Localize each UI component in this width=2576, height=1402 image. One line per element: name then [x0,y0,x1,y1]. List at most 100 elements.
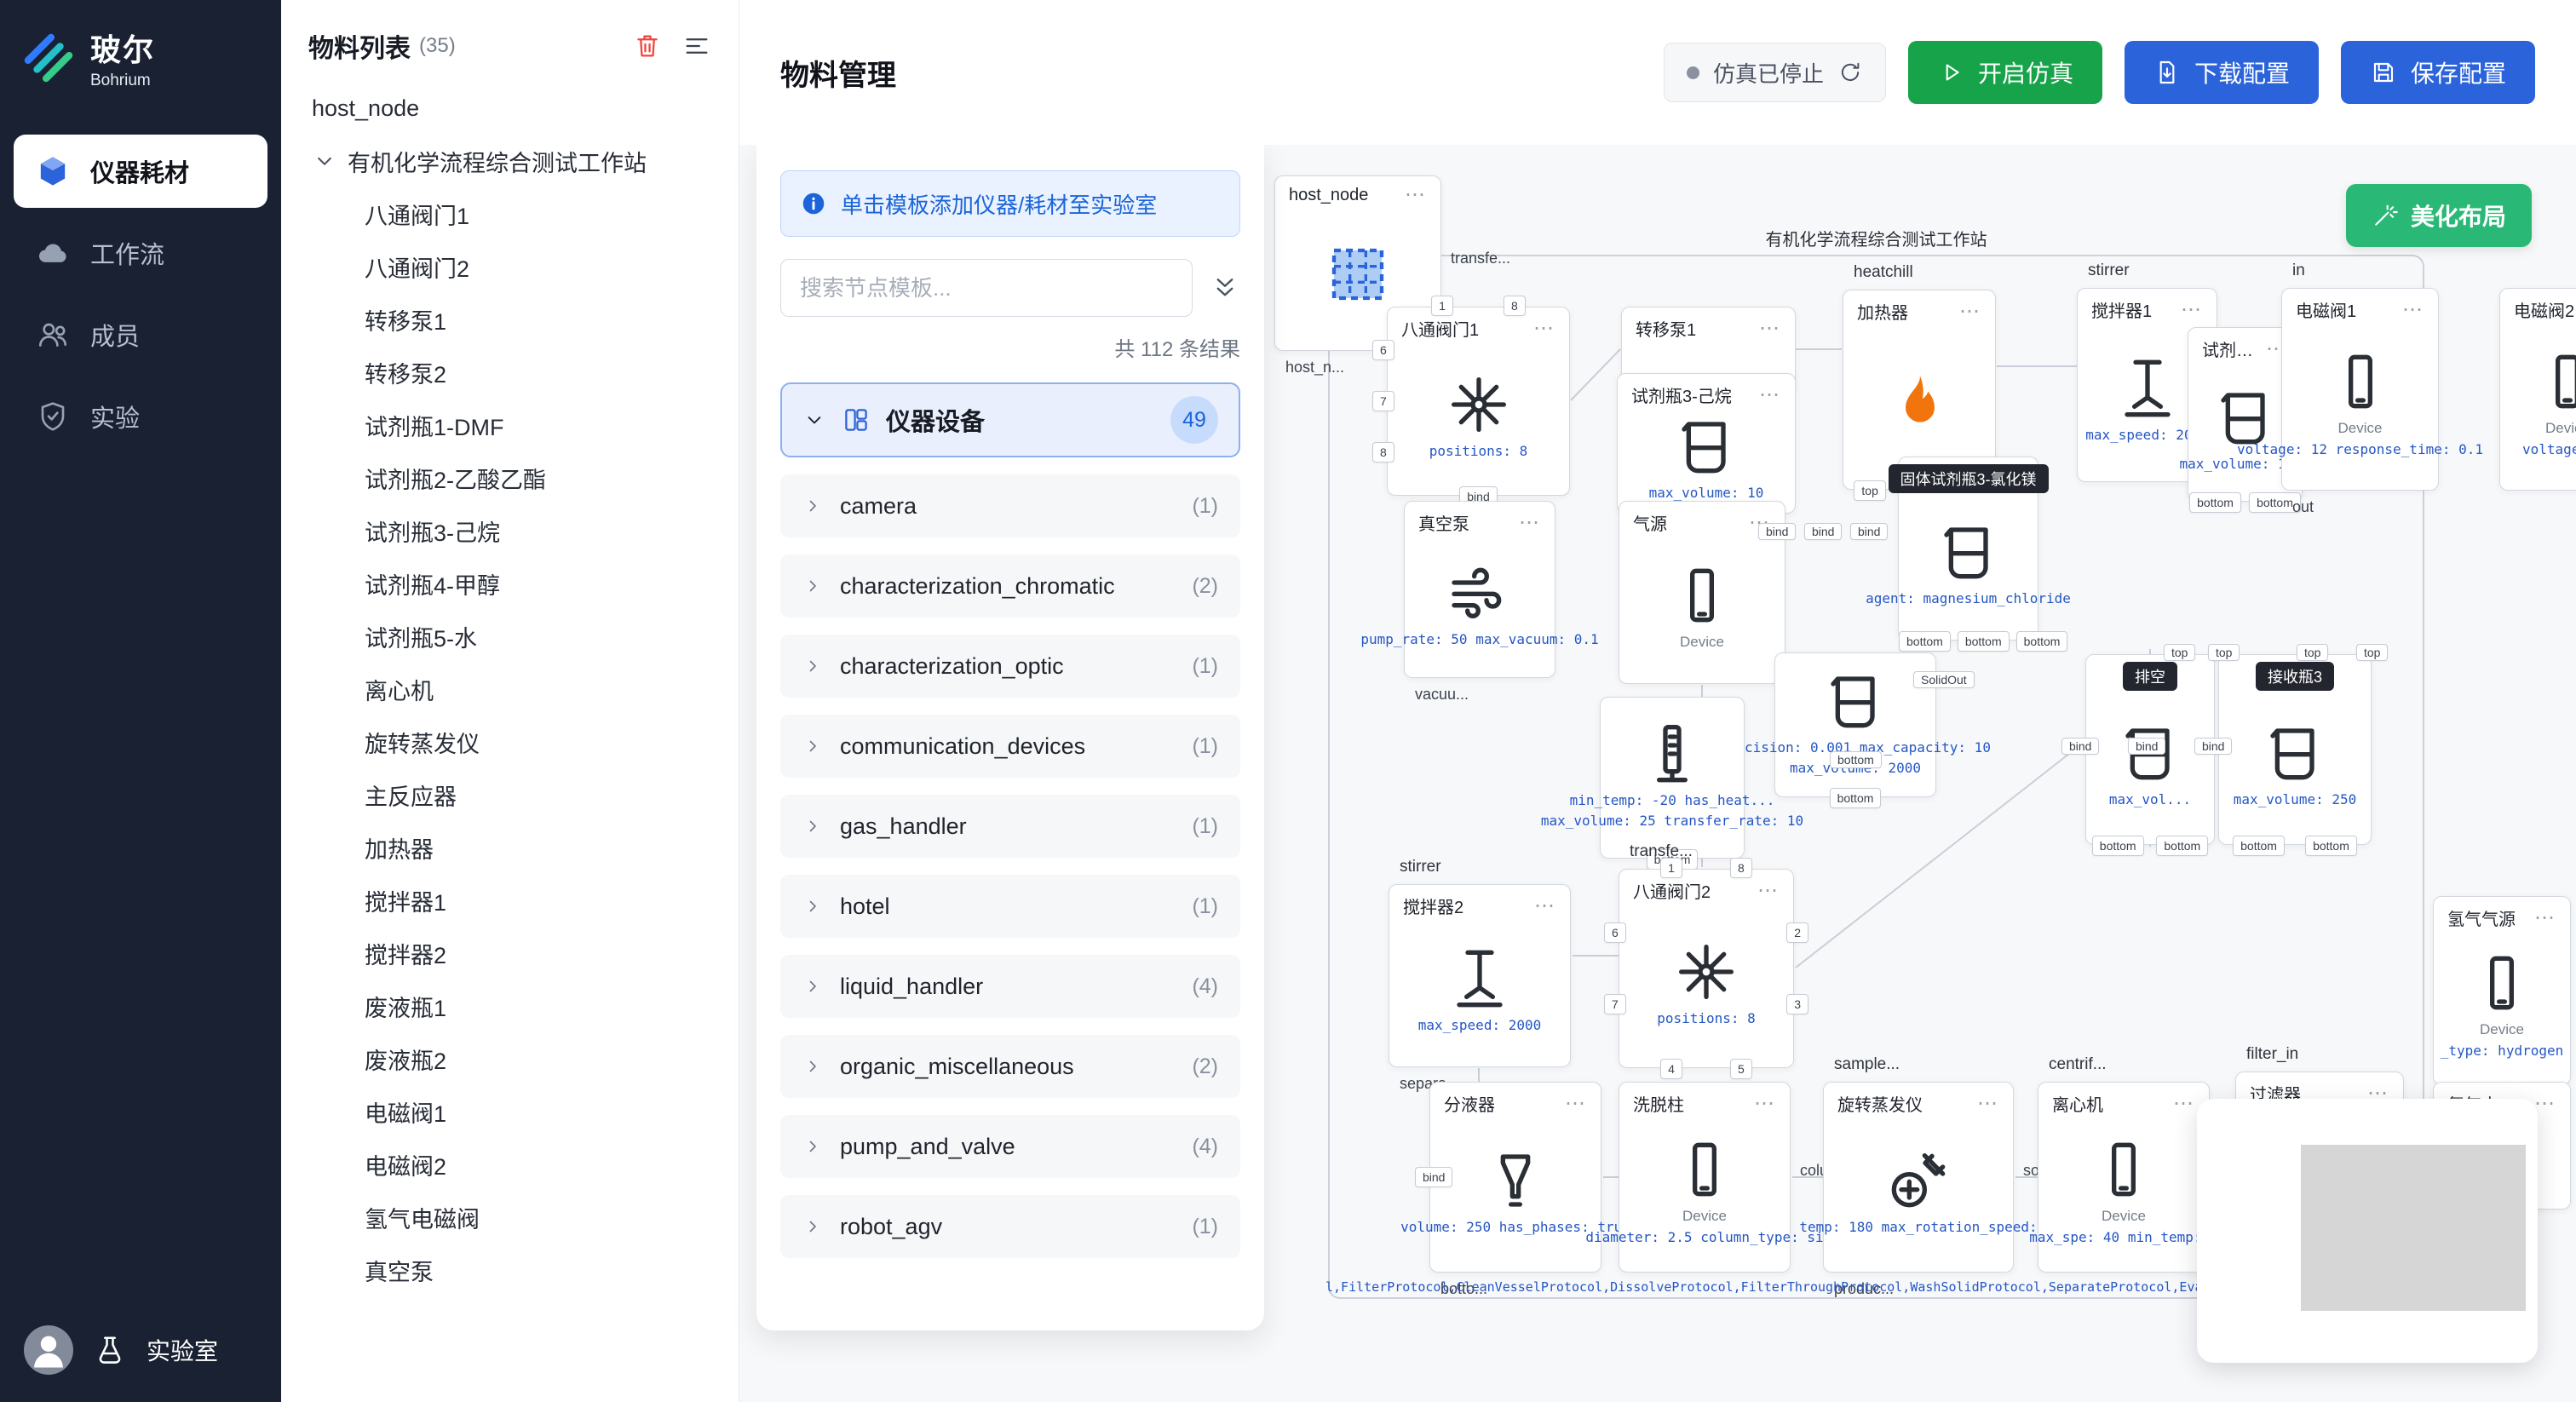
tree-item[interactable]: 八通阀门2 [281,240,739,293]
tree-item[interactable]: 八通阀门1 [281,187,739,240]
minimap[interactable] [2197,1099,2538,1363]
node-menu-icon[interactable]: ⋯ [1759,382,1781,406]
node-port[interactable]: 8 [1504,296,1526,317]
canvas-floating-label[interactable]: bind [2061,738,2100,755]
node-port[interactable]: 1 [1431,296,1453,317]
node-port[interactable]: 5 [1730,1058,1752,1079]
tree-item[interactable]: 转移泵2 [281,346,739,399]
tree-item[interactable]: 试剂瓶4-甲醇 [281,557,739,610]
node-menu-icon[interactable]: ⋯ [2181,297,2203,321]
sidebar-item-3[interactable]: 成员 [14,298,267,371]
node-port[interactable]: 8 [1372,441,1394,463]
tree-item[interactable]: 搅拌器1 [281,874,739,927]
node-port[interactable]: 6 [1604,922,1626,944]
canvas-node-rotavap[interactable]: 旋转蒸发仪⋯temp: 180 max_rotation_speed:sampl… [1799,1055,2080,1297]
tree-item[interactable]: 废液瓶2 [281,1032,739,1085]
tree-item[interactable]: 试剂瓶3-己烷 [281,504,739,557]
node-port[interactable]: 7 [1372,390,1394,412]
tree-item[interactable]: host_node [281,82,739,135]
node-port[interactable]: bottom [1829,787,1882,808]
category-hotel[interactable]: hotel(1) [780,875,1240,938]
node-port[interactable]: 7 [1604,993,1626,1015]
tree-item[interactable]: 真空泵 [281,1244,739,1296]
tree-item[interactable]: 有机化学流程综合测试工作站 [281,135,739,187]
tree-item[interactable]: 试剂瓶2-乙酸乙酯 [281,451,739,504]
node-port[interactable]: 4 [1660,1058,1682,1079]
node-port[interactable]: bottom [2156,835,2209,856]
node-menu-icon[interactable]: ⋯ [1534,893,1556,917]
workstation-group-frame[interactable]: 有机化学流程综合测试工作站 [1328,231,2424,1299]
category-camera[interactable]: camera(1) [780,474,1240,537]
minimap-viewport[interactable] [2301,1145,2526,1311]
canvas-node-h2source[interactable]: 氢气气源⋯Device_type: hydrogengasso... [2433,896,2571,1110]
tree-item[interactable]: 试剂瓶1-DMF [281,399,739,451]
canvas-floating-label[interactable]: top [2208,644,2240,661]
node-port[interactable]: bottom [1957,630,2010,652]
tree-item[interactable]: 主反应器 [281,768,739,821]
category-communication_devices[interactable]: communication_devices(1) [780,715,1240,778]
node-menu-icon[interactable]: ⋯ [1759,316,1781,340]
tree-item[interactable]: 氢气电磁阀 [281,1191,739,1244]
sidebar-item-2[interactable]: 工作流 [14,216,267,290]
node-menu-icon[interactable]: ⋯ [1533,316,1555,340]
canvas-floating-label[interactable]: bind [2194,738,2233,755]
node-menu-icon[interactable]: ⋯ [1519,510,1541,534]
category-characterization_chromatic[interactable]: characterization_chromatic(2) [780,554,1240,618]
tree-item[interactable]: 离心机 [281,663,739,715]
avatar[interactable] [24,1325,73,1375]
tree-item[interactable]: 搅拌器2 [281,927,739,980]
tree-item[interactable]: 加热器 [281,821,739,874]
double-chevron-down-icon[interactable] [1210,273,1240,303]
node-menu-icon[interactable]: ⋯ [2534,905,2556,929]
canvas-floating-label[interactable]: bottom [1830,751,1882,768]
node-menu-icon[interactable]: ⋯ [1757,878,1780,902]
save-config-button[interactable]: 保存配置 [2340,41,2535,104]
canvas-floating-label[interactable]: top [2297,644,2329,661]
canvas-floating-label[interactable]: top [2356,644,2389,661]
canvas-node-host[interactable]: host_node⋯host_n...transfe... [1274,175,1510,376]
category-gas_handler[interactable]: gas_handler(1) [780,795,1240,858]
search-input[interactable] [780,259,1193,317]
tree-item[interactable]: 电磁阀1 [281,1085,739,1138]
canvas-node-reactor[interactable]: precision: 0.001 max_capacity: 10max_vol… [1720,652,1991,808]
tree-item[interactable]: 旋转蒸发仪 [281,715,739,768]
node-port[interactable]: 8 [1730,858,1752,879]
category-robot_agv[interactable]: robot_agv(1) [780,1195,1240,1258]
node-menu-icon[interactable]: ⋯ [1977,1091,1999,1115]
node-menu-icon[interactable]: ⋯ [1565,1091,1587,1115]
category-pump_and_valve[interactable]: pump_and_valve(4) [780,1115,1240,1178]
sidebar-item-4[interactable]: 实验 [14,380,267,453]
tree-item[interactable]: 废液瓶1 [281,980,739,1032]
tree-item[interactable]: 试剂瓶5-水 [281,610,739,663]
section-instruments[interactable]: 仪器设备 49 [780,382,1240,457]
node-port[interactable]: bind [1415,1166,1453,1188]
download-config-button[interactable]: 下载配置 [2124,41,2319,104]
trash-icon[interactable] [633,32,662,60]
node-port[interactable]: bottom [2233,835,2285,856]
node-menu-icon[interactable]: ⋯ [1959,299,1981,323]
canvas-node-vessel[interactable]: min_temp: -20 has_heat...max_volume: 25 … [1541,697,1803,870]
canvas-floating-label[interactable]: bind [1758,523,1797,540]
node-port[interactable]: 6 [1372,339,1394,361]
start-simulation-button[interactable]: 开启仿真 [1907,41,2102,104]
canvas-floating-label[interactable]: bind [2128,738,2166,755]
canvas-node-bottle3[interactable]: 试剂瓶3-己烷⋯max_volume: 10bottombottom [1617,373,1796,525]
node-port[interactable]: bottom [2091,835,2144,856]
canvas-node-gas[interactable]: 气源⋯Devicegasso... [1619,501,1785,709]
node-menu-icon[interactable]: ⋯ [1754,1091,1776,1115]
node-port[interactable]: top [1854,480,1886,501]
lab-label[interactable]: 实验室 [147,1338,219,1365]
tree-item[interactable]: 电磁阀2 [281,1138,739,1191]
category-organic_miscellaneous[interactable]: organic_miscellaneous(2) [780,1035,1240,1098]
node-port[interactable]: 1 [1660,858,1682,879]
beautify-layout-button[interactable]: 美化布局 [2345,184,2532,247]
category-liquid_handler[interactable]: liquid_handler(4) [780,955,1240,1018]
